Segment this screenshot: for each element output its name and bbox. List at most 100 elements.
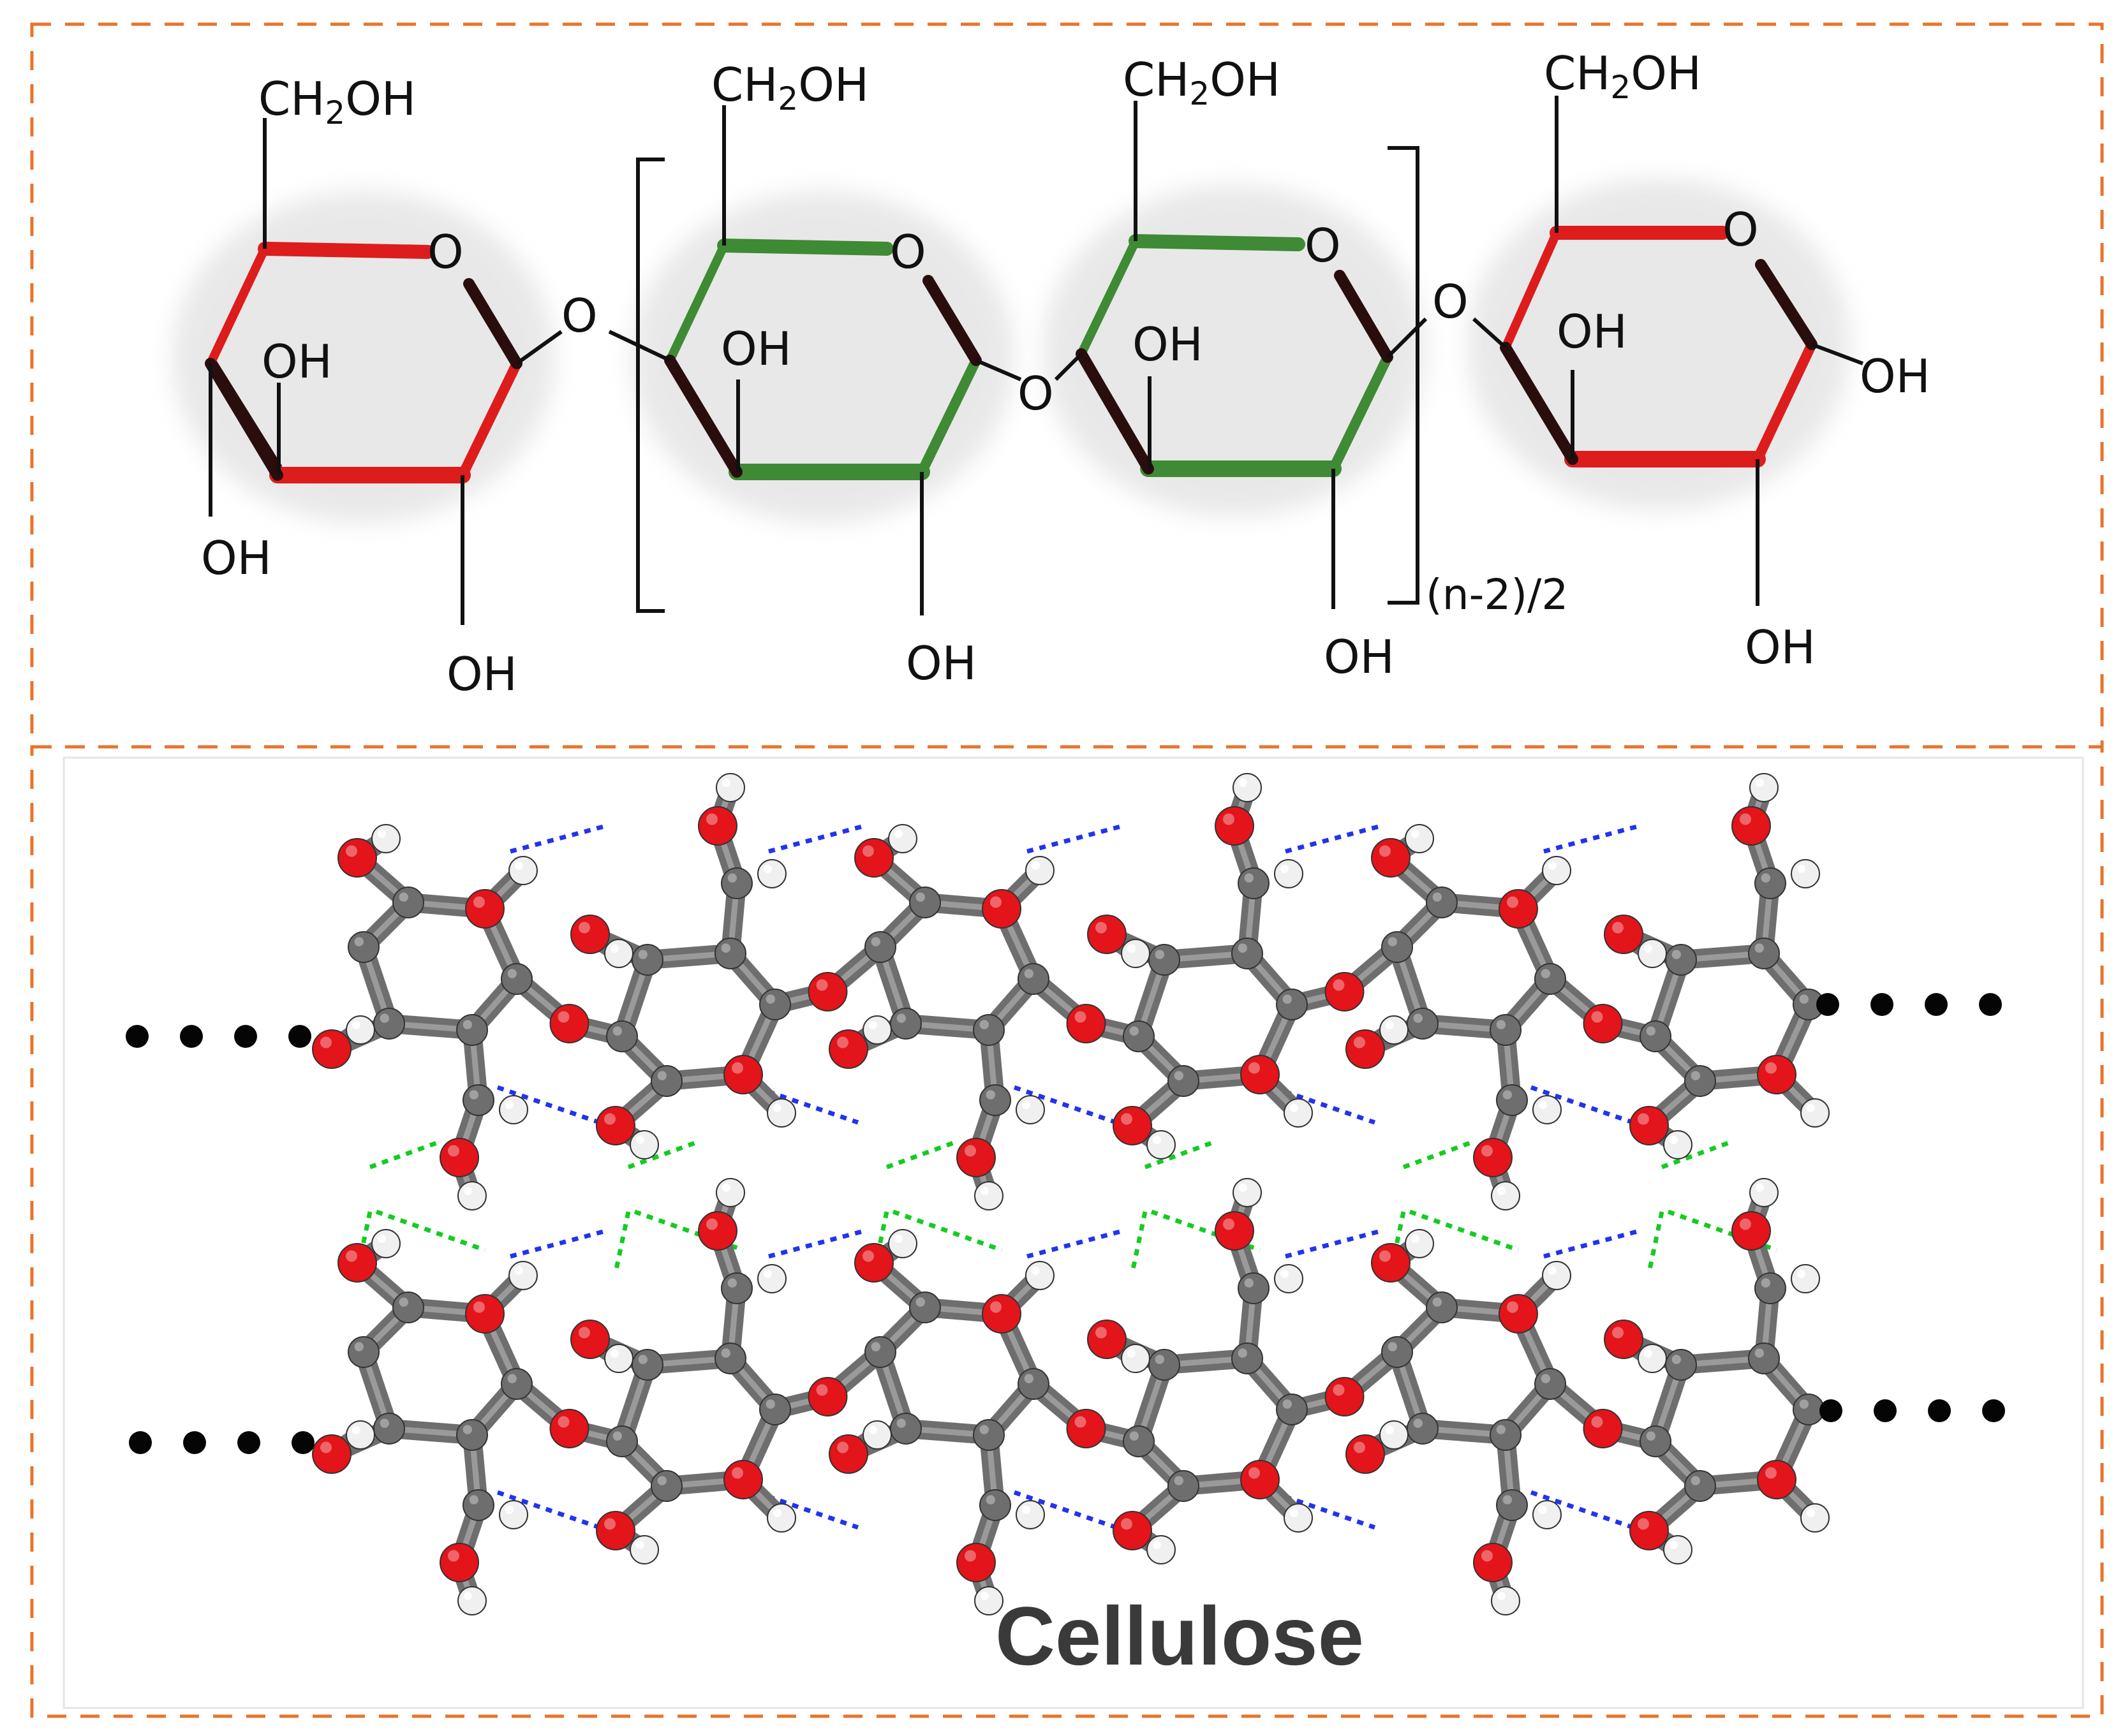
atom-shine <box>1740 813 1751 825</box>
atom-shine <box>1591 1416 1603 1428</box>
atom-shine <box>1238 943 1248 953</box>
oxygen-atom <box>1757 1055 1796 1094</box>
atom-shine <box>354 937 364 946</box>
ring-left-front-edge <box>1500 342 1578 465</box>
hydrogen-atom <box>1542 856 1571 885</box>
carbon-atom <box>392 1291 424 1323</box>
carbon-atom <box>1407 1413 1439 1445</box>
carbon-atom <box>864 931 896 963</box>
bond-stick-layer <box>322 778 1825 1610</box>
carbon-atom <box>373 1008 405 1040</box>
hydrogen-atom <box>863 1420 892 1450</box>
ring-oxygen-2: O <box>890 225 926 279</box>
atom-shine <box>1612 922 1624 934</box>
hydroxyl-ring2-a: OH <box>721 322 792 376</box>
ball-and-stick-panel: Cellulose <box>30 745 2104 1718</box>
atom-shine <box>1765 1467 1777 1479</box>
carbon-atom <box>715 1342 746 1374</box>
oxygen-atom <box>854 838 894 878</box>
atom-shine <box>579 1327 590 1339</box>
atom-shine <box>965 1145 976 1157</box>
atom-shine <box>463 1020 472 1029</box>
atom-shine <box>1496 1020 1506 1029</box>
carbon-atom <box>1640 1020 1671 1052</box>
hydrogen-atom <box>716 1178 745 1207</box>
hydrogen-bond <box>496 1490 601 1530</box>
atom-shine <box>721 1348 731 1358</box>
atom-shine <box>1646 1026 1655 1036</box>
hydrogen-bond <box>1543 1228 1640 1259</box>
oxygen-atom <box>1604 915 1643 954</box>
atom-shine <box>1244 1278 1254 1288</box>
atom-shine <box>1024 969 1034 978</box>
hydrogen-bond <box>1285 823 1382 854</box>
ch2oh-label-ring1: CH2OH <box>258 72 416 131</box>
carbon-atom <box>1426 886 1458 918</box>
hydrogen-atom <box>757 1264 787 1293</box>
atom-shine <box>868 1425 877 1434</box>
oxygen-atom <box>956 1138 996 1177</box>
continuation-dot <box>1925 993 1948 1016</box>
atom-shine <box>1280 1269 1289 1278</box>
hydroxyl-ring4-a: OH <box>1557 305 1627 358</box>
carbon-atom <box>348 1336 380 1368</box>
carbon-atom <box>606 1425 638 1457</box>
ring-oxygen-4: O <box>1722 203 1759 256</box>
ring-oxygen-edge <box>1755 259 1818 350</box>
atom-shine <box>1413 1013 1423 1023</box>
ring-left-front-edge <box>205 358 283 481</box>
ring-back-edge <box>717 239 894 256</box>
hydroxyl-ring3-a: OH <box>1132 318 1203 371</box>
atom-shine <box>1541 969 1550 978</box>
ring-oxygen-3: O <box>1305 219 1341 272</box>
atom-shine <box>558 1011 570 1023</box>
atom-shine <box>863 845 874 857</box>
carbon-atom <box>759 1394 791 1425</box>
ring-right-edge <box>917 355 981 477</box>
oxygen-atom <box>982 889 1021 929</box>
atom-shine <box>1643 944 1652 953</box>
carbon-atom <box>721 1272 753 1304</box>
carbon-atom <box>392 886 424 918</box>
atom-shine <box>1289 1103 1298 1112</box>
atom-shine <box>1740 1218 1751 1230</box>
atom-shine <box>1388 1342 1397 1351</box>
oxygen-atom <box>829 1029 868 1069</box>
continuation-dot <box>1979 993 2002 1016</box>
atom-shine <box>1669 1540 1678 1549</box>
carbon-atom <box>721 867 753 899</box>
hydrogen-atom <box>457 1586 487 1615</box>
hydrogen-atom <box>716 773 745 802</box>
atom-shine <box>1238 778 1247 787</box>
atom-shine <box>722 778 730 787</box>
atom-shine <box>1031 1266 1040 1275</box>
atom-shine <box>1481 1145 1493 1157</box>
carbon-atom <box>1148 1349 1180 1381</box>
atom-shine <box>1238 1183 1247 1192</box>
terminal-ring-right <box>1500 226 1818 467</box>
atom-shine <box>990 1301 1002 1313</box>
hydrogen-atom <box>508 856 538 885</box>
ring-back-edge <box>1129 234 1305 251</box>
oxygen-atom <box>312 1029 352 1069</box>
atom-shine <box>763 1269 772 1278</box>
continuation-dot <box>1816 993 1839 1016</box>
hydrogen-bond-layer <box>355 823 1778 1530</box>
atom-shine <box>612 1431 622 1441</box>
hydrogen-atom <box>630 1535 659 1564</box>
carbon-atom <box>890 1413 922 1445</box>
atom-shine <box>1799 994 1809 1004</box>
carbon-atom <box>1231 938 1263 969</box>
atom-shine <box>1021 1505 1030 1514</box>
haworth-structure-panel: CH2OH CH2OH CH2OH CH2OH O O O O O O O OH… <box>30 22 2104 749</box>
atom-shine <box>766 994 776 1004</box>
oxygen-atom <box>982 1294 1021 1334</box>
carbon-atom <box>1018 963 1049 995</box>
atom-shine <box>1152 1135 1161 1144</box>
ring-back-edge <box>258 242 434 259</box>
carbon-atom <box>890 1008 922 1040</box>
ring-oxygen-1: O <box>427 225 464 279</box>
atom-shine <box>837 1036 848 1048</box>
carbon-atom <box>973 1014 1005 1046</box>
